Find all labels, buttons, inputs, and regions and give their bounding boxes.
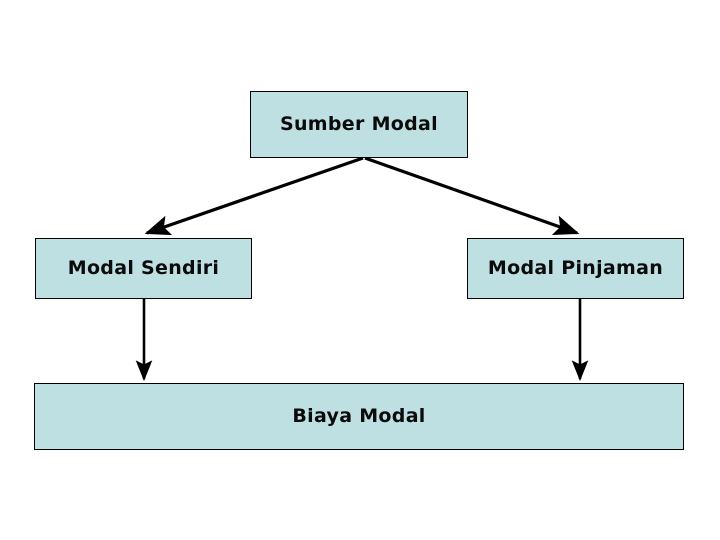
node-label-biaya-modal: Biaya Modal — [292, 405, 426, 428]
connector-sumber-to-modal-sendiri — [144, 156, 364, 236]
node-modal-pinjaman[interactable]: Modal Pinjaman — [467, 238, 684, 299]
node-label-modal-sendiri: Modal Sendiri — [67, 257, 220, 280]
connector-sumber-to-modal-pinjaman — [364, 156, 580, 235]
node-modal-sendiri[interactable]: Modal Sendiri — [35, 238, 252, 299]
node-label-sumber-modal: Sumber Modal — [280, 113, 438, 136]
node-biaya-modal[interactable]: Biaya Modal — [34, 383, 684, 450]
node-sumber-modal[interactable]: Sumber Modal — [250, 91, 468, 158]
node-label-modal-pinjaman: Modal Pinjaman — [487, 257, 664, 280]
